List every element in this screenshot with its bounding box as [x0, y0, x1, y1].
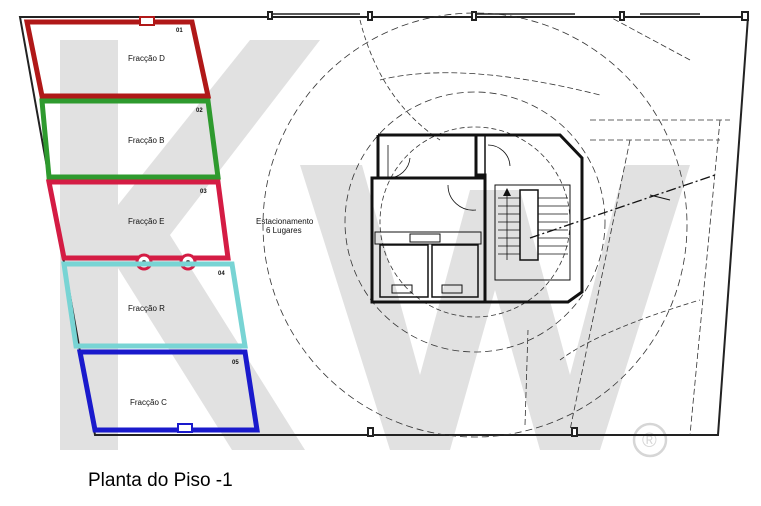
- unit-number-label: 03: [200, 189, 207, 195]
- unit-number-label: 02: [196, 108, 203, 114]
- parking-label: Estacionamento 6 Lugares: [256, 217, 314, 235]
- unit-fraccao-c: 05 Fracção C: [76, 349, 260, 433]
- unit-fraccao-d: 01 Fracção D: [23, 16, 212, 99]
- parking-label-line1: Estacionamento: [256, 217, 314, 226]
- unit-name-label: Fracção C: [130, 398, 167, 407]
- unit-number-label: 05: [232, 360, 239, 366]
- unit-name-label: Fracção E: [128, 217, 164, 226]
- unit-name-label: Fracção D: [128, 54, 165, 63]
- parking-label-line2: 6 Lugares: [266, 226, 302, 235]
- unit-name-label: Fracção B: [128, 136, 164, 145]
- registered-mark: ®: [642, 430, 657, 452]
- unit-number-label: 01: [176, 28, 183, 34]
- parking-circulation: [262, 12, 730, 438]
- unit-fraccao-b: 02 Fracção B: [39, 98, 221, 180]
- unit-fraccao-r: 04 Fracção R: [61, 261, 248, 349]
- unit-name-label: Fracção R: [128, 304, 165, 313]
- plan-title: Planta do Piso -1: [88, 470, 233, 491]
- unit-number-label: 04: [218, 271, 225, 277]
- building-core: [370, 133, 584, 304]
